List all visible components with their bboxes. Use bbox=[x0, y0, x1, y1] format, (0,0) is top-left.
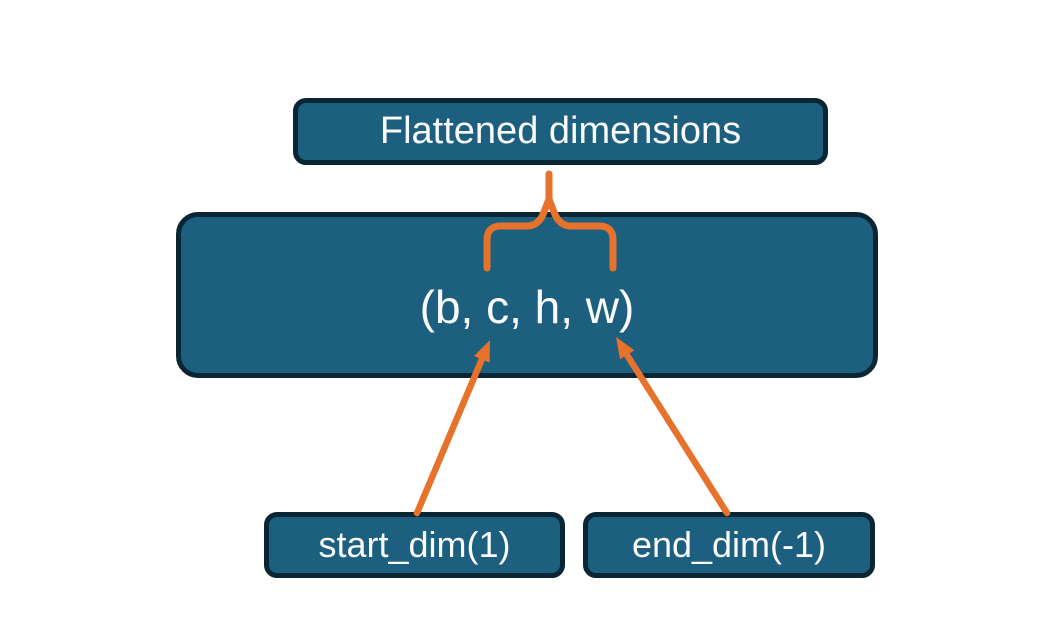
node-start-dim-label: start_dim(1) bbox=[318, 524, 511, 565]
node-end-dim-label: end_dim(-1) bbox=[631, 524, 827, 565]
node-tensor-shape-label: (b, c, h, w) bbox=[419, 281, 635, 333]
node-tensor-shape: (b, c, h, w) bbox=[176, 212, 878, 378]
node-end-dim: end_dim(-1) bbox=[583, 512, 875, 578]
node-flattened-dimensions-label: Flattened dimensions bbox=[379, 110, 742, 152]
end-dim-arrow-line bbox=[623, 351, 731, 517]
start-dim-arrow-line bbox=[413, 355, 486, 517]
node-flattened-dimensions: Flattened dimensions bbox=[293, 98, 828, 165]
node-start-dim: start_dim(1) bbox=[264, 512, 565, 578]
